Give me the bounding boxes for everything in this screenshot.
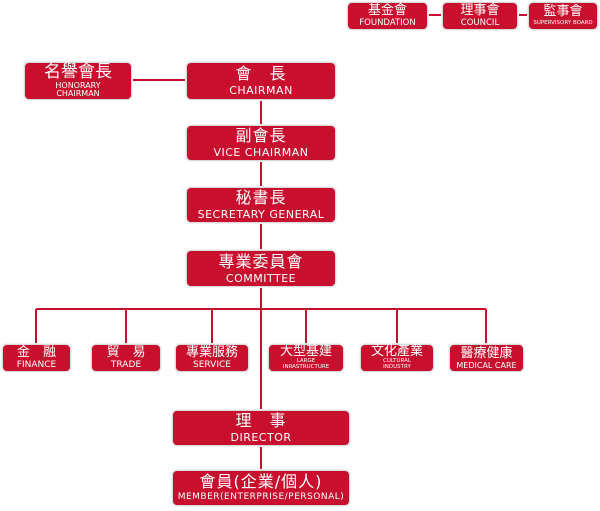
supervisory-board-zh: 監事會 — [543, 4, 583, 20]
director-zh: 理 事 — [235, 411, 287, 430]
committee-finance-zh: 金 融 — [16, 345, 56, 360]
committee-trade-en: TRADE — [110, 360, 142, 370]
committee-trade-zh: 貿 易 — [106, 345, 146, 360]
committee-trade-box: 貿 易 TRADE — [91, 344, 161, 372]
foundation-en: FOUNDATION — [359, 18, 416, 29]
committee-medical-zh: 醫療健康 — [460, 345, 513, 361]
council-zh: 理事會 — [460, 3, 500, 19]
honorary-chairman-en: HONORARY CHAIRMAN — [55, 80, 101, 98]
committee-zh: 專業委員會 — [218, 251, 304, 271]
vice-chairman-box: 副會長 VICE CHAIRMAN — [186, 125, 336, 161]
secretary-general-box: 秘書長 SECRETARY GENERAL — [186, 187, 336, 223]
member-box: 會員(企業/個人) MEMBER(ENTERPRISE/PERSONAL) — [172, 470, 350, 506]
committee-service-zh: 專業服務 — [185, 345, 238, 360]
committee-finance-box: 金 融 FINANCE — [2, 344, 71, 372]
committee-service-en: SERVICE — [193, 360, 231, 370]
committee-en: COMMITTEE — [225, 271, 297, 285]
supervisory-board-box: 監事會 SUPERVISORY BOARD — [528, 2, 598, 30]
committee-finance-en: FINANCE — [16, 360, 57, 370]
vice-chairman-en: VICE CHAIRMAN — [213, 146, 309, 159]
secretary-general-en: SECRETARY GENERAL — [197, 208, 325, 221]
committee-infrastructure-en: LARGE INRASTRUCTURE — [282, 358, 330, 370]
foundation-box: 基金會 FOUNDATION — [347, 2, 428, 30]
member-en: MEMBER(ENTERPRISE/PERSONAL) — [177, 492, 345, 502]
committee-culture-box: 文化產業 CULTURAL INDUSTRY — [360, 344, 434, 372]
chairman-box: 會 長 CHAIRMAN — [186, 62, 336, 100]
council-box: 理事會 COUNCIL — [442, 2, 518, 30]
committee-culture-zh: 文化產業 — [370, 344, 423, 360]
vice-chairman-zh: 副會長 — [235, 126, 287, 145]
committee-medical-en: MEDICAL CARE — [456, 360, 517, 370]
honorary-chairman-box: 名譽會長 HONORARY CHAIRMAN — [24, 62, 132, 100]
committee-infrastructure-zh: 大型基建 — [279, 344, 332, 360]
foundation-zh: 基金會 — [367, 3, 407, 19]
director-en: DIRECTOR — [230, 431, 292, 444]
council-en: COUNCIL — [460, 18, 500, 29]
committee-service-box: 專業服務 SERVICE — [175, 344, 249, 372]
director-box: 理 事 DIRECTOR — [172, 410, 350, 446]
honorary-chairman-zh: 名譽會長 — [44, 61, 112, 82]
committee-medical-box: 醫療健康 MEDICAL CARE — [449, 344, 524, 372]
chairman-en: CHAIRMAN — [229, 84, 293, 97]
supervisory-board-en: SUPERVISORY BOARD — [533, 20, 593, 27]
chairman-zh: 會 長 — [235, 64, 287, 83]
member-zh: 會員(企業/個人) — [199, 472, 323, 491]
committee-culture-en: CULTURAL INDUSTRY — [383, 358, 411, 370]
secretary-general-zh: 秘書長 — [235, 188, 287, 207]
committee-infrastructure-box: 大型基建 LARGE INRASTRUCTURE — [268, 344, 344, 372]
committee-box: 專業委員會 COMMITTEE — [186, 250, 336, 287]
